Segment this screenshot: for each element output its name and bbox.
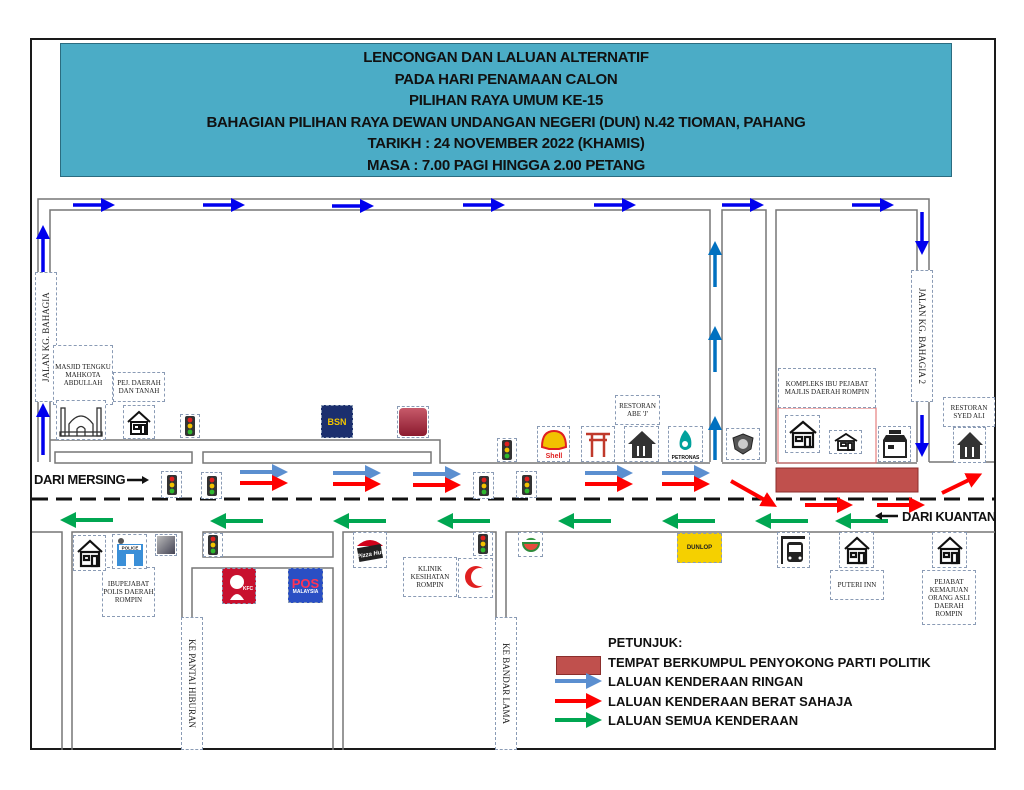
bsn-logo-text: BSN xyxy=(327,416,347,427)
watermelon-icon xyxy=(518,532,543,557)
monument-icon xyxy=(155,534,177,556)
restaurant-icon xyxy=(624,426,659,462)
title-banner: LENCONGAN DAN LALUAN ALTERNATIF PADA HAR… xyxy=(60,43,952,177)
legend-title: PETUNJUK: xyxy=(608,635,683,650)
jalan-kg-bahagia-2-label: JALAN KG. BAHAGIA 2 xyxy=(911,270,933,402)
kompleks-outline xyxy=(777,407,877,464)
restoran-abe-label: RESTORAN ABE 'J' xyxy=(615,395,660,425)
banner-line-1: LENCONGAN DAN LALUAN ALTERNATIF xyxy=(363,49,649,66)
pej-daerah-label: PEJ. DAERAH DAN TANAH xyxy=(113,372,165,402)
torii-gate-icon xyxy=(581,426,615,462)
pizza-hut-logo-icon: Pizza Hut xyxy=(353,532,387,568)
dunlop-text: DUNLOP xyxy=(686,545,713,551)
house-small-icon xyxy=(829,430,862,454)
pos-logo-sub: MALAYSIA xyxy=(292,588,319,595)
kfc-logo-icon: KFC xyxy=(222,568,256,604)
masjid-label: MASJID TENGKU MAHKOTA ABDULLAH xyxy=(53,345,113,405)
petronas-logo-text: PETRONAS xyxy=(672,455,700,461)
house-icon xyxy=(932,532,967,568)
traffic-light-icon xyxy=(161,471,182,498)
petronas-logo-icon: PETRONAS xyxy=(668,426,703,462)
light-vehicle-arrows xyxy=(240,464,710,482)
pejabat-kemajuan-label: PEJABAT KEMAJUAN ORANG ASLI DAERAH ROMPI… xyxy=(922,570,976,625)
bank-logo-icon xyxy=(397,406,429,438)
all-vehicle-arrows xyxy=(60,512,888,529)
pos-logo-text: POS xyxy=(291,575,320,591)
bsn-logo-icon: BSN xyxy=(321,405,353,438)
traffic-light-icon xyxy=(180,414,200,438)
legend-label-heavy: LALUAN KENDERAAN BERAT SAHAJA xyxy=(608,694,853,709)
pos-malaysia-logo-icon: POS MALAYSIA xyxy=(288,568,323,603)
dunlop-logo-icon: DUNLOP xyxy=(677,533,722,563)
kfc-text: KFC xyxy=(243,586,254,592)
mosque-icon xyxy=(56,400,106,440)
traffic-light-icon xyxy=(516,471,537,498)
dari-kuantan-label: DARI KUANTAN xyxy=(902,509,996,524)
ke-bandar-lama-label: KE BANDAR LAMA xyxy=(495,617,517,750)
banner-line-2: PADA HARI PENAMAAN CALON xyxy=(394,70,618,88)
legend-label-gathering: TEMPAT BERKUMPUL PENYOKONG PARTI POLITIK xyxy=(608,655,931,670)
house-icon xyxy=(73,535,106,571)
house-icon xyxy=(839,532,874,568)
bus-stop-icon xyxy=(777,532,810,568)
house-icon xyxy=(123,405,155,439)
banner-line-4: BAHAGIAN PILIHAN RAYA DEWAN UNDANGAN NEG… xyxy=(206,113,806,131)
red-crescent-icon xyxy=(458,558,493,598)
legend-label-light: LALUAN KENDERAAN RINGAN xyxy=(608,674,803,689)
house-icon xyxy=(785,415,820,453)
legend-arrows xyxy=(555,673,602,728)
shell-logo-icon: Shell xyxy=(537,426,570,462)
restoran-syed-label: RESTORAN SYED ALI xyxy=(943,397,995,427)
legend-swatch-area xyxy=(556,656,601,675)
gathering-area xyxy=(775,467,919,493)
kompleks-label: KOMPLEKS IBU PEJABAT MAJLIS DAERAH ROMPI… xyxy=(778,368,876,408)
shop-icon xyxy=(878,426,911,462)
heavy-vehicle-arrows xyxy=(240,473,983,513)
traffic-light-icon xyxy=(201,472,222,499)
banner-line-6: MASA : 7.00 PAGI HINGGA 2.00 PETANG xyxy=(367,156,645,174)
puteri-inn-label: PUTERI INN xyxy=(830,570,884,600)
banner-line-3: PILIHAN RAYA UMUM KE-15 xyxy=(409,92,603,109)
shell-logo-text: Shell xyxy=(545,453,562,460)
police-text: POLICE xyxy=(121,545,138,550)
dari-mersing-label: DARI MERSING xyxy=(34,472,126,487)
proton-logo-icon xyxy=(726,428,760,460)
traffic-light-icon xyxy=(473,532,493,556)
ibu-pejabat-polis-label: IBUPEJABAT POLIS DAERAH ROMPIN xyxy=(102,567,155,617)
traffic-light-icon xyxy=(497,438,517,462)
restaurant-icon xyxy=(953,427,986,463)
klinik-label: KLINIK KESIHATAN ROMPIN xyxy=(403,557,457,597)
traffic-light-icon xyxy=(473,472,494,499)
ke-pantai-hiburan-label: KE PANTAI HIBURAN xyxy=(181,617,203,750)
traffic-light-icon xyxy=(203,533,223,557)
legend-label-all: LALUAN SEMUA KENDERAAN xyxy=(608,713,799,728)
blue-route-arrows xyxy=(36,198,929,457)
police-station-icon: POLICE xyxy=(112,534,147,569)
banner-line-5: TARIKH : 24 NOVEMBER 2022 (KHAMIS) xyxy=(367,135,645,152)
pizza-hut-text: Pizza Hut xyxy=(357,550,385,561)
